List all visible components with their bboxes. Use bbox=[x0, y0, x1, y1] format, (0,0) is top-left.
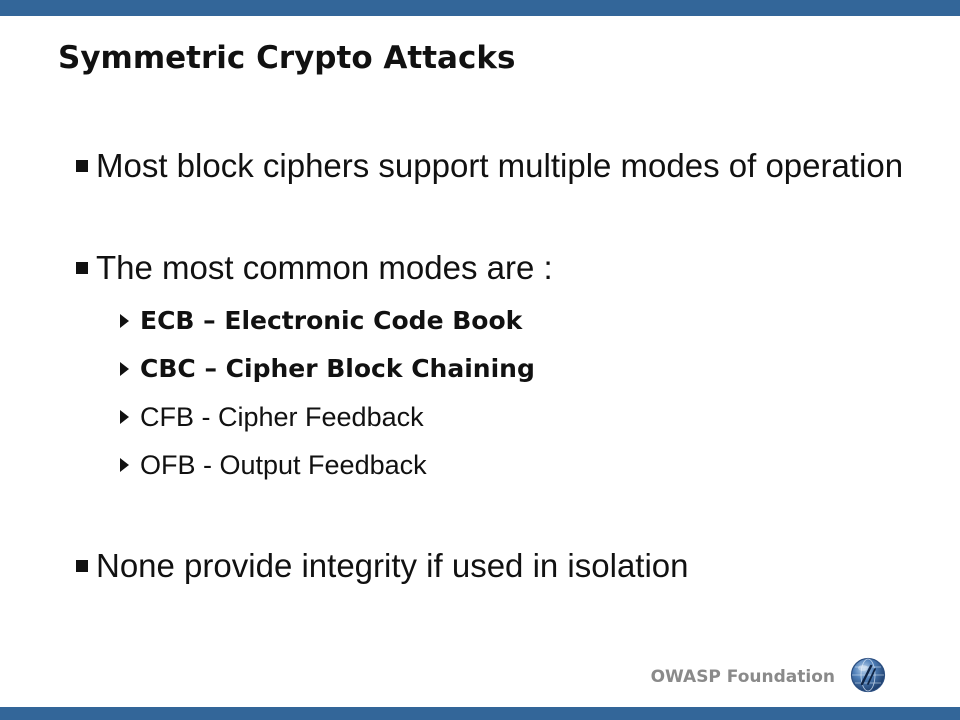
sub-bullet-text: OFB - Output Feedback bbox=[140, 450, 427, 480]
sub-bullet-item: ECB – Electronic Code Book bbox=[120, 297, 906, 345]
sub-bullet-item: CFB - Cipher Feedback bbox=[120, 393, 906, 441]
sub-bullet-text: CBC – Cipher Block Chaining bbox=[140, 354, 535, 383]
owasp-globe-logo-icon bbox=[850, 657, 886, 693]
square-bullet-icon bbox=[76, 160, 88, 172]
top-bar bbox=[0, 0, 960, 16]
bullet-item: Most block ciphers support multiple mode… bbox=[76, 145, 906, 187]
triangle-bullet-icon bbox=[120, 314, 129, 328]
square-bullet-icon bbox=[76, 560, 88, 572]
bullet-item: None provide integrity if used in isolat… bbox=[76, 545, 906, 587]
square-bullet-icon bbox=[76, 262, 88, 274]
modes-list: ECB – Electronic Code Book CBC – Cipher … bbox=[120, 297, 906, 489]
bottom-bar bbox=[0, 707, 960, 720]
bullet-text: The most common modes are : bbox=[96, 249, 553, 286]
bullet-text: None provide integrity if used in isolat… bbox=[96, 547, 689, 584]
footer-label: OWASP Foundation bbox=[650, 667, 835, 687]
bullet-item: The most common modes are : bbox=[76, 247, 906, 289]
sub-bullet-text: ECB – Electronic Code Book bbox=[140, 306, 523, 335]
triangle-bullet-icon bbox=[120, 410, 129, 424]
bullet-text: Most block ciphers support multiple mode… bbox=[96, 147, 904, 184]
triangle-bullet-icon bbox=[120, 362, 129, 376]
slide-content: Most block ciphers support multiple mode… bbox=[76, 145, 906, 587]
slide-title: Symmetric Crypto Attacks bbox=[58, 40, 516, 76]
triangle-bullet-icon bbox=[120, 458, 129, 472]
sub-bullet-item: OFB - Output Feedback bbox=[120, 441, 906, 489]
sub-bullet-item: CBC – Cipher Block Chaining bbox=[120, 345, 906, 393]
sub-bullet-text: CFB - Cipher Feedback bbox=[140, 402, 424, 432]
